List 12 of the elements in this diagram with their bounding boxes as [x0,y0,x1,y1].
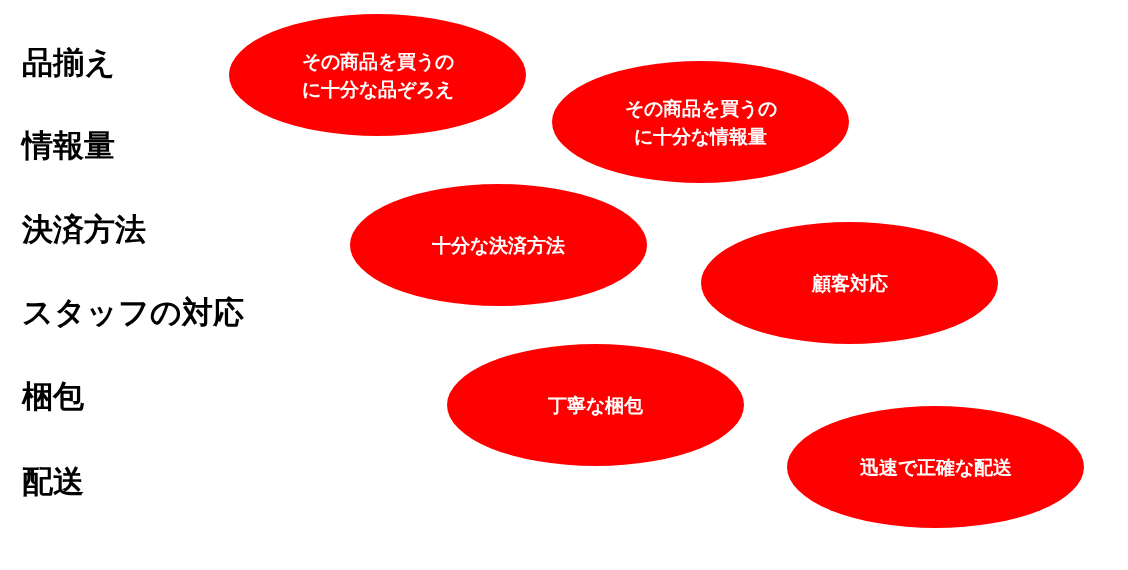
oval-text: 迅速で正確な配送 [858,455,1013,480]
oval-text: 顧客対応 [810,271,889,296]
category-label: 情報量 [22,126,115,164]
oval-text: その商品を買うのに十分な品ぞろえ [300,49,455,102]
category-label: 配送 [22,462,84,500]
oval-text: 丁寧な梱包 [547,393,644,418]
oval-text: その商品を買うのに十分な情報量 [623,96,778,149]
oval-text: 十分な決済方法 [431,233,566,258]
category-label: 決済方法 [22,210,146,248]
category-label: 品揃え [22,43,116,81]
category-label: 梱包 [22,377,84,415]
category-label: スタッフの対応 [22,293,244,331]
